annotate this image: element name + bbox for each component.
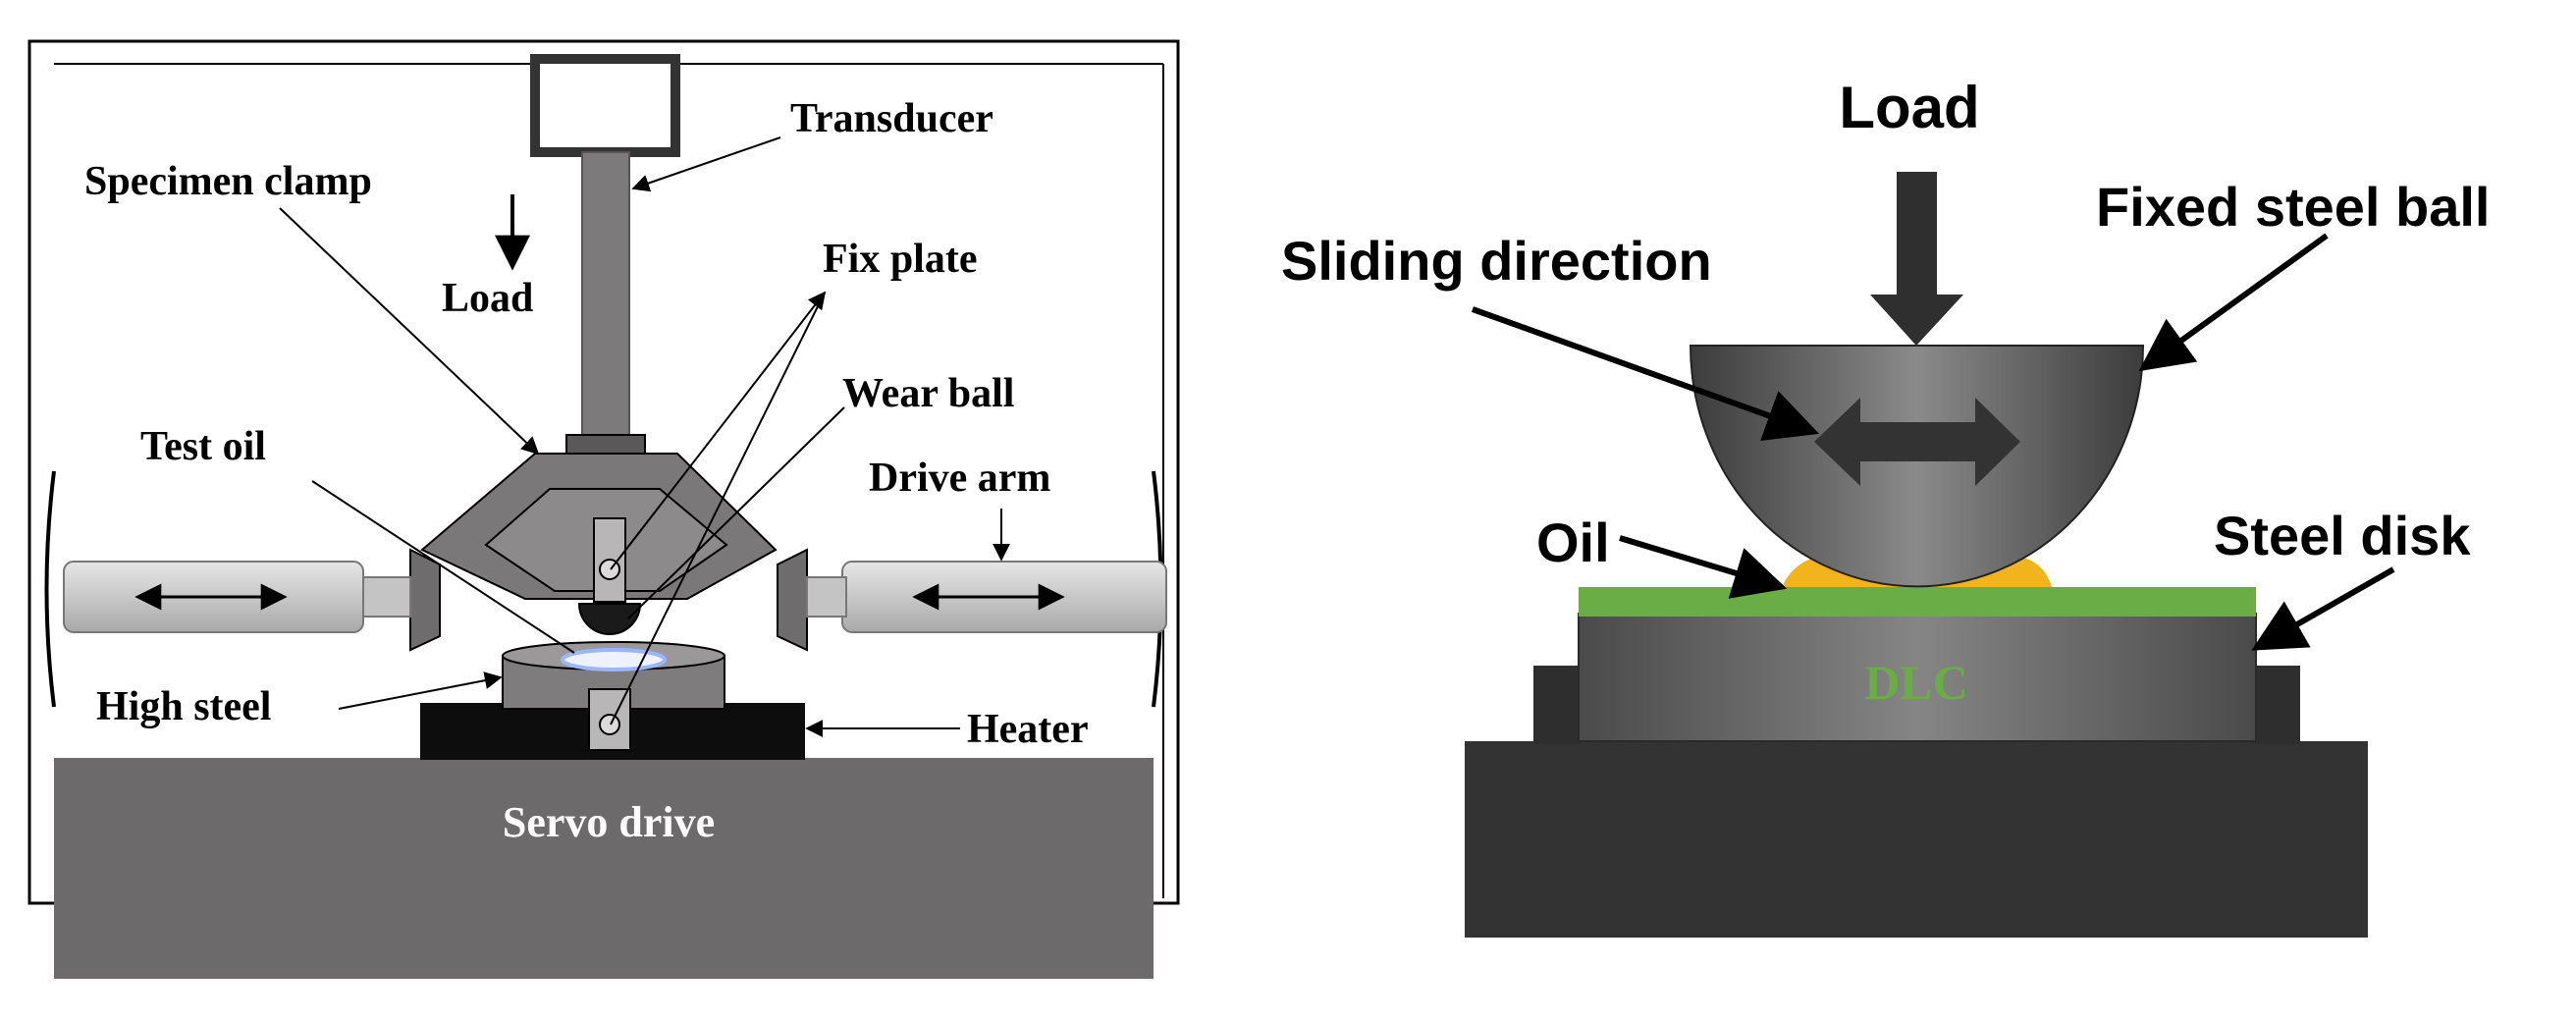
label-fix-plate: Fix plate <box>823 237 977 282</box>
leader-fix-plate-2 <box>610 292 826 725</box>
leader-fix-plate-1 <box>610 291 827 570</box>
label-load-right: Load <box>1839 75 1979 140</box>
machine-base <box>1465 741 2368 938</box>
clamp-cap-body <box>565 434 646 456</box>
transducer-box <box>530 54 680 157</box>
left-panel: Transducer Specimen clamp Load Fix plate… <box>27 39 1180 979</box>
leader-wear-ball <box>627 406 845 619</box>
label-sliding-direction: Sliding direction <box>1281 230 1712 292</box>
steel-disk <box>1578 613 2257 742</box>
right-load-arrow <box>1870 172 1963 346</box>
leader-oil <box>1619 535 1788 599</box>
leader-test-oil <box>311 480 575 654</box>
wear-ball <box>577 603 642 635</box>
leader-specimen-clamp <box>279 207 540 456</box>
servo-drive-base <box>54 758 1154 979</box>
label-dlc: DLC <box>1864 655 1968 710</box>
fixed-steel-ball <box>1689 345 2145 588</box>
leader-fixed-steel-ball <box>2138 233 2329 372</box>
leader-sliding-direction <box>1471 306 1820 441</box>
label-steel-disk: Steel disk <box>2214 505 2471 566</box>
label-drive-arm: Drive arm <box>869 456 1050 501</box>
right-side-clamp <box>2253 666 2300 744</box>
dlc-layer <box>1579 587 2256 617</box>
label-oil: Oil <box>1536 511 1610 573</box>
label-high-steel: High steel <box>96 684 271 729</box>
label-load-left: Load <box>442 276 533 321</box>
left-housing <box>44 470 56 708</box>
left-clamp-jaw <box>409 548 441 652</box>
label-wear-ball: Wear ball <box>842 371 1014 416</box>
right-drive-arm-stub <box>806 576 847 618</box>
leader-transducer <box>631 136 781 192</box>
transducer-shaft <box>581 151 630 443</box>
sliding-direction-arrow <box>1814 398 2020 486</box>
left-side-clamp <box>1533 666 1581 744</box>
test-oil-film <box>561 648 667 672</box>
lower-fix-screw <box>599 714 620 735</box>
leader-steel-disk <box>2251 566 2395 651</box>
label-specimen-clamp: Specimen clamp <box>84 159 372 204</box>
leader-high-steel <box>338 672 503 710</box>
label-transducer: Transducer <box>790 96 993 141</box>
label-fixed-steel-ball: Fixed steel ball <box>2096 176 2491 238</box>
label-heater: Heater <box>967 707 1089 752</box>
label-test-oil: Test oil <box>140 424 266 469</box>
right-clamp-jaw <box>777 548 808 652</box>
label-servo-drive: Servo drive <box>503 798 715 846</box>
right-panel: Load Sliding direction Fixed steel ball … <box>1281 75 2491 938</box>
left-drive-arm-stub <box>362 576 411 618</box>
